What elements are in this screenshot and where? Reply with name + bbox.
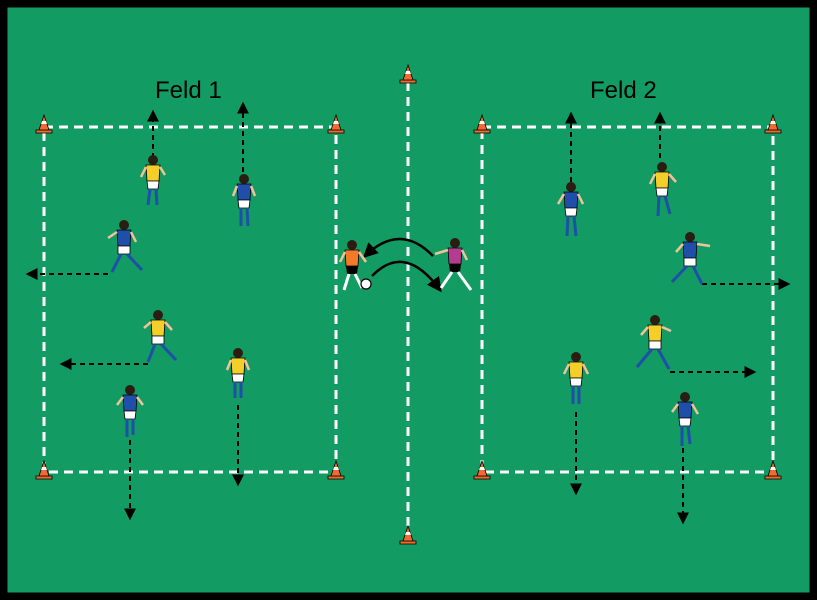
run-arrows-field-2 [565,111,791,525]
player-icon [635,315,672,370]
player-icon [139,155,167,206]
arrow-icon [362,237,434,259]
player-icon [116,385,144,437]
field-2-label: Feld 2 [590,77,657,104]
player-icon [434,238,473,291]
run-arrows-field-1 [25,101,249,521]
pass-arrows [362,237,442,293]
player-icon [107,220,144,273]
arrow-icon [371,260,442,293]
player-icon [338,240,368,291]
field-1-boundary [42,125,338,474]
player-icon [670,232,711,285]
field-1-label: Feld 1 [155,77,222,104]
field-2-boundary [480,125,775,474]
player-icon [231,174,257,227]
player-icon [671,392,700,446]
player-icon [556,182,585,237]
ball-icon [360,278,372,290]
player-icon [143,310,178,363]
player-icon [562,352,590,404]
player-icon [648,162,677,217]
player-icon [225,348,251,398]
